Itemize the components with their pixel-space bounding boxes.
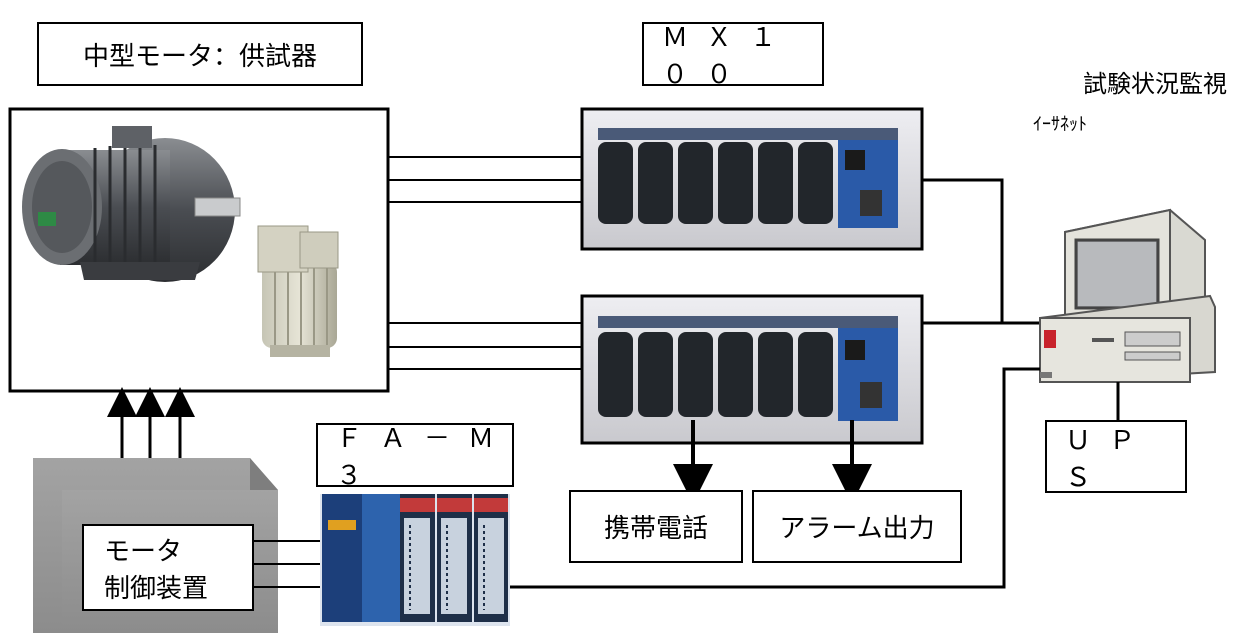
small-motor-image — [257, 225, 339, 357]
test-motor-label: 中型モータ：供試器 — [37, 22, 363, 86]
mx100-label: ＭＸ１００ — [642, 22, 824, 90]
large-motor-image — [22, 126, 241, 282]
recorder-upper — [580, 107, 924, 251]
ethernet-line-upper — [922, 178, 1040, 325]
monitoring-label: 試験状況監視 — [1083, 70, 1227, 98]
plc-to-pc-line — [510, 367, 1040, 589]
recorder-lower — [580, 294, 924, 445]
controller-to-motor-arrows — [107, 387, 195, 466]
fa-m3-plc-image — [320, 494, 510, 626]
monitoring-pc-image — [1039, 208, 1216, 384]
controller-to-plc-lines — [254, 540, 330, 588]
alarm-output-label: アラーム出力 — [752, 490, 962, 563]
motor-controller-label-line1: モータ — [104, 536, 183, 567]
motor-controller-label-line2: 制御装置 — [104, 573, 209, 604]
fa-m3-label: ＦＡ－Ｍ３ — [316, 423, 514, 491]
motor-controller-label: モータ 制御装置 — [82, 524, 254, 611]
mobile-phone-label: 携帯電話 — [569, 490, 743, 563]
ups-label: ＵＰＳ — [1045, 420, 1187, 493]
ethernet-label: ｲｰｻﾈｯﾄ — [1033, 114, 1087, 135]
motor-signal-lines-lower — [388, 322, 582, 370]
motor-signal-lines-upper — [388, 156, 582, 203]
